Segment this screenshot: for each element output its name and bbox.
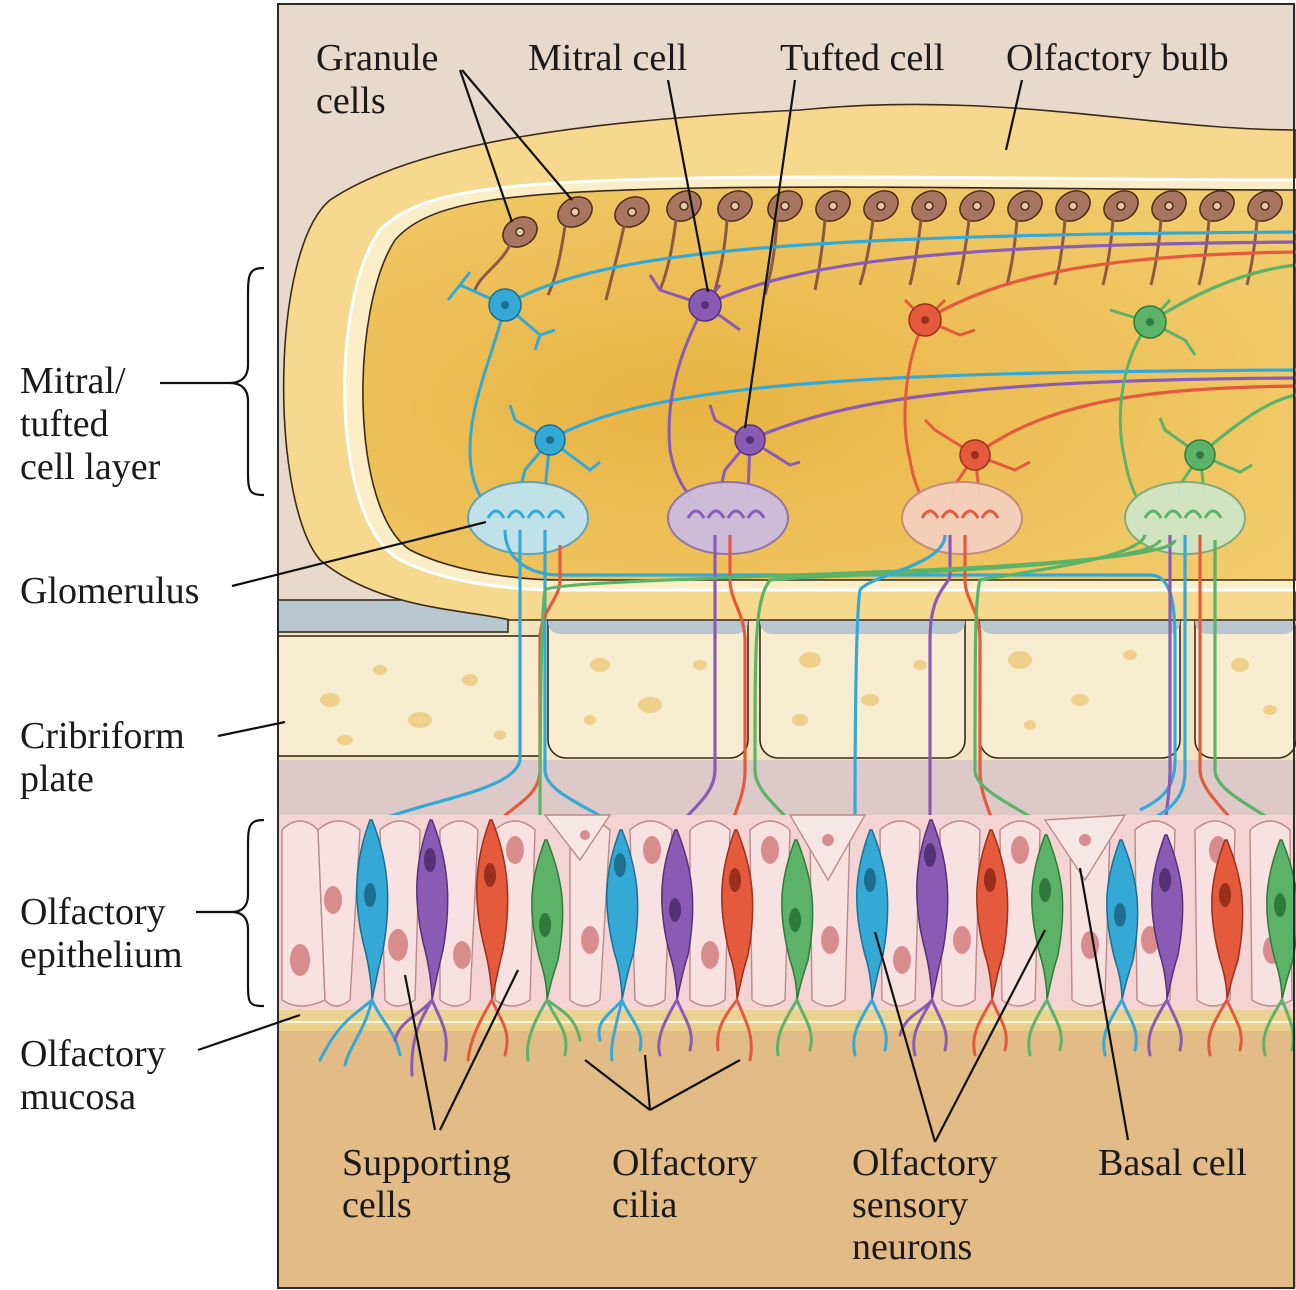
glomerulus-purple [668, 482, 788, 554]
label-mucosa-line1: Olfactory [20, 1033, 166, 1075]
label-supporting-line2: cells [342, 1184, 412, 1226]
label-mitral-cell: Mitral cell [528, 37, 687, 79]
cribriform-plate [278, 600, 1296, 760]
label-mitral-layer-line2: tufted [20, 403, 109, 445]
label-mitral-layer-line1: Mitral/ [20, 360, 126, 402]
label-cribriform-line2: plate [20, 758, 94, 800]
label-cilia-line2: cilia [612, 1184, 678, 1226]
label-granule-cells-line2: cells [316, 80, 386, 122]
glomerulus-blue [468, 482, 588, 554]
label-mitral-layer-line3: cell layer [20, 446, 161, 488]
label-basal-cell: Basal cell [1098, 1142, 1247, 1184]
label-tufted-cell: Tufted cell [780, 37, 944, 79]
label-supporting-line1: Supporting [342, 1142, 511, 1184]
label-cribriform-line1: Cribriform [20, 715, 185, 757]
glomerulus-red [902, 482, 1022, 554]
brackets [230, 268, 264, 1006]
label-osn-line1: Olfactory [852, 1142, 998, 1184]
label-osn-line3: neurons [852, 1226, 972, 1268]
illustration-panel [278, 4, 1296, 1288]
leader-cribriform [218, 722, 285, 736]
label-olfactory-bulb: Olfactory bulb [1006, 37, 1229, 79]
bracket-epithelium [232, 820, 264, 1006]
label-mucosa-line2: mucosa [20, 1076, 136, 1118]
label-osn-line2: sensory [852, 1184, 968, 1226]
label-glomerulus: Glomerulus [20, 570, 199, 612]
lamina-propria [278, 760, 1296, 820]
label-epithelium-line2: epithelium [20, 934, 183, 976]
bracket-mitral-layer [230, 268, 264, 495]
label-granule-cells-line1: Granule [316, 37, 438, 79]
label-epithelium-line1: Olfactory [20, 891, 166, 933]
label-cilia-line1: Olfactory [612, 1142, 758, 1184]
